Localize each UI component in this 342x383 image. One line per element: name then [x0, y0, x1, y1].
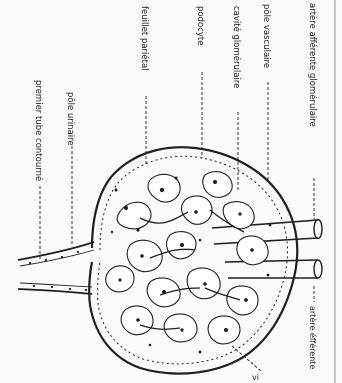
label-podocyte: podocyte: [195, 6, 205, 45]
efferent-vessel: [225, 260, 322, 278]
label-afferent-artery: artère afférente glomérulaire: [307, 3, 318, 127]
label-proximal-tubule: premier tube contourné: [33, 80, 44, 181]
label-urinary-pole: pôle urinaire: [65, 92, 76, 146]
label-vascular-pole: pôle vasculaire: [261, 4, 272, 68]
label-bottom-partial: vi: [252, 373, 259, 382]
label-efferent-artery: artère éfférente: [308, 306, 318, 369]
label-glomerular-cavity: cavité glomérulaire: [231, 6, 242, 88]
capillary-tuft: [106, 172, 268, 344]
label-parietal-layer: feuillet pariétal: [139, 6, 150, 71]
proximal-tubule: [18, 242, 94, 294]
